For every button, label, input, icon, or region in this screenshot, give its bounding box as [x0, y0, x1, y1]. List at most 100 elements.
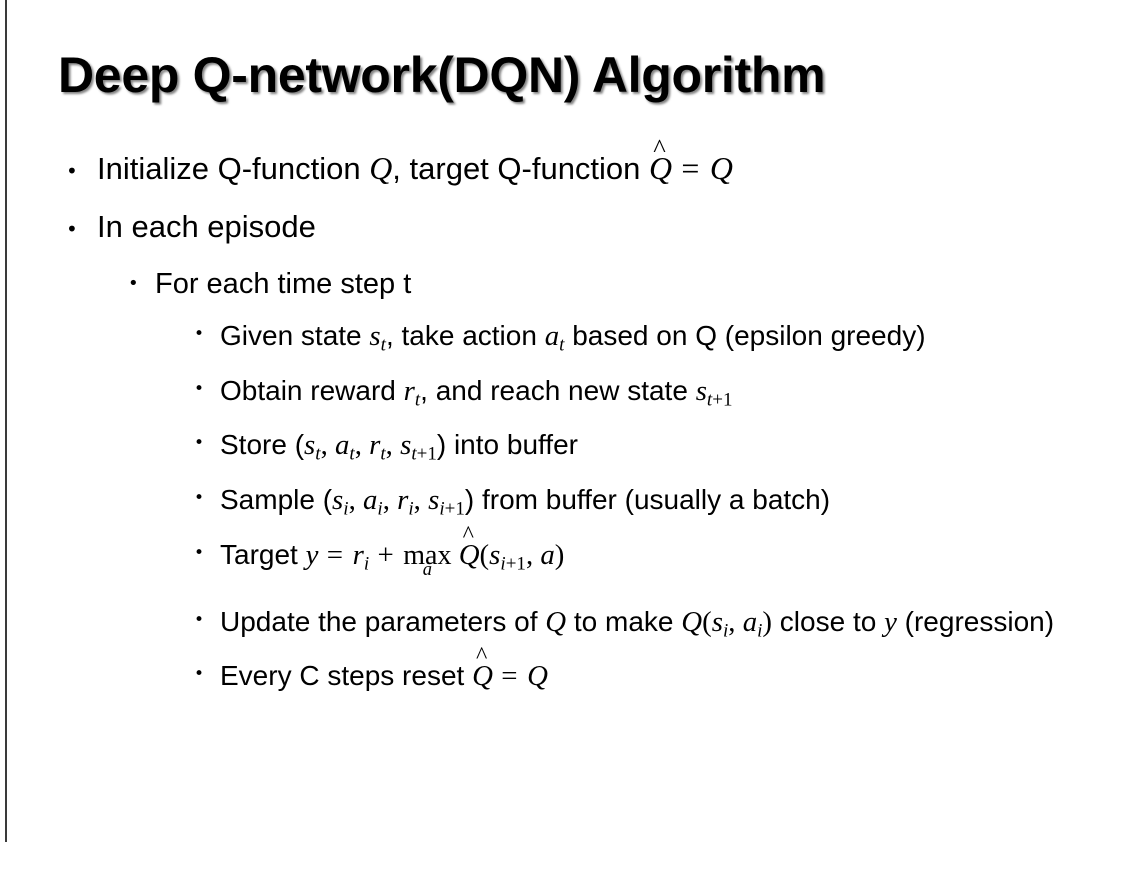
math-sub-i-plus-1: i+1 — [439, 498, 465, 520]
math-comma: , — [413, 484, 429, 517]
math-var-q-base: Q — [649, 151, 673, 186]
math-sub-t: t — [380, 334, 386, 356]
math-var-q2: Q — [681, 605, 703, 638]
list-item-text: Given state st, take action at based on … — [220, 316, 1092, 365]
math-sub-t-plus-1: t+1 — [411, 444, 437, 466]
math-var-q-base: Q — [458, 538, 480, 571]
math-max-subscript-a: a — [422, 559, 432, 580]
math-var-s: s — [369, 320, 381, 352]
text-run: ) into buffer — [436, 429, 578, 461]
bullet-dot-icon: • — [194, 488, 205, 509]
list-item: • Update the parameters of Q to make Q(s… — [0, 602, 1124, 651]
math-sub-t: t — [559, 334, 565, 356]
text-run: (regression) — [896, 605, 1055, 637]
list-item: • Every C steps reset ^Q = Q — [0, 644, 1124, 696]
math-sub-i: i — [722, 620, 729, 642]
math-var-s: s — [489, 538, 501, 571]
bullet-dot-icon: • — [66, 217, 78, 241]
math-sub-i: i — [363, 553, 370, 575]
math-var-a: a — [540, 538, 555, 571]
math-var-q-hat: ^Q — [458, 523, 480, 575]
list-item-text: Store (st, at, rt, st+1) into buffer — [220, 425, 1092, 474]
math-var-q-hat: ^Q — [649, 135, 673, 190]
math-paren-close: ) — [762, 605, 773, 638]
math-var-r: r — [369, 429, 381, 462]
math-var-r: r — [352, 538, 364, 571]
bullet-list: • Initialize Q-function Q, target Q-func… — [0, 135, 1124, 702]
list-item-text: For each time step t — [155, 268, 412, 300]
math-comma: , — [354, 429, 370, 462]
math-paren-open: ( — [479, 538, 490, 571]
text-run: , target Q-function — [392, 151, 650, 186]
math-comma: , — [320, 429, 335, 462]
math-equals: = — [501, 660, 519, 693]
text-run: Given state — [220, 320, 370, 351]
math-comma: , — [728, 605, 743, 638]
math-sub-i: i — [343, 498, 349, 520]
text-run: close to — [772, 605, 885, 637]
left-edge-rule — [5, 0, 7, 842]
text-run: Update the parameters of — [220, 605, 546, 637]
math-sub-i-plus-1: i+1 — [500, 553, 526, 575]
bullet-dot-icon: • — [128, 273, 139, 294]
list-item-text: Update the parameters of Q to make Q(si,… — [220, 602, 1092, 651]
math-var-s: s — [332, 484, 344, 517]
list-item: • Initialize Q-function Q, target Q-func… — [0, 135, 1124, 190]
math-sub-t: t — [414, 389, 421, 411]
math-var-q-hat: ^Q — [472, 644, 493, 696]
math-var-s: s — [428, 484, 440, 517]
list-item: • Sample (si, ai, ri, si+1) from buffer … — [0, 480, 1124, 529]
text-run: Obtain reward — [220, 374, 404, 406]
math-sub-i: i — [377, 498, 383, 520]
math-equals: = — [681, 151, 701, 186]
math-sub-i: i — [408, 498, 414, 520]
list-item: • For each time step t — [0, 264, 1124, 304]
page-title: Deep Q-network(DQN) Algorithm — [58, 47, 826, 103]
math-space — [452, 539, 459, 571]
text-run: , take action — [385, 320, 545, 351]
math-max-label: max — [403, 539, 452, 571]
math-var-q: Q — [545, 605, 567, 638]
text-run: to make — [566, 605, 682, 637]
math-var-y: y — [884, 605, 897, 638]
math-comma: , — [348, 484, 363, 517]
math-paren-close: ) — [554, 538, 565, 571]
bullet-dot-icon: • — [194, 542, 205, 563]
list-item-text: Sample (si, ai, ri, si+1) from buffer (u… — [220, 480, 1092, 529]
math-var-a: a — [363, 484, 378, 517]
list-item-text: Every C steps reset ^Q = Q — [220, 644, 1092, 696]
math-sub-t: t — [349, 444, 355, 466]
math-var-r: r — [403, 374, 415, 407]
math-var-r: r — [397, 484, 409, 517]
list-item: • Store (st, at, rt, st+1) into buffer — [0, 425, 1124, 474]
math-var-q: Q — [369, 151, 393, 186]
math-var-a: a — [544, 320, 560, 352]
math-comma: , — [385, 429, 401, 462]
bullet-dot-icon: • — [194, 324, 205, 344]
math-var-a: a — [742, 605, 758, 638]
text-run: Sample ( — [220, 484, 333, 516]
math-var-q-base: Q — [472, 660, 493, 693]
text-run: Store ( — [220, 429, 305, 461]
list-item: • Obtain reward rt, and reach new state … — [0, 371, 1124, 420]
math-sub-i: i — [757, 620, 763, 642]
math-var-s: s — [711, 605, 723, 638]
math-comma: , — [525, 538, 541, 571]
math-var-y: y — [305, 538, 319, 571]
math-equals: = — [326, 538, 345, 571]
text-run: , and reach new state — [420, 374, 696, 406]
list-item-text: Obtain reward rt, and reach new state st… — [220, 371, 1092, 420]
bullet-dot-icon: • — [194, 433, 205, 454]
bullet-dot-icon: • — [194, 378, 205, 399]
text-run: Initialize Q-function — [97, 151, 370, 186]
math-sub-t: t — [315, 444, 321, 466]
list-item-text: In each episode — [97, 209, 316, 244]
math-comma: , — [382, 484, 398, 517]
text-run: ) from buffer (usually a batch) — [464, 484, 831, 516]
bullet-dot-icon: • — [194, 664, 205, 685]
text-run: Target — [220, 538, 306, 570]
